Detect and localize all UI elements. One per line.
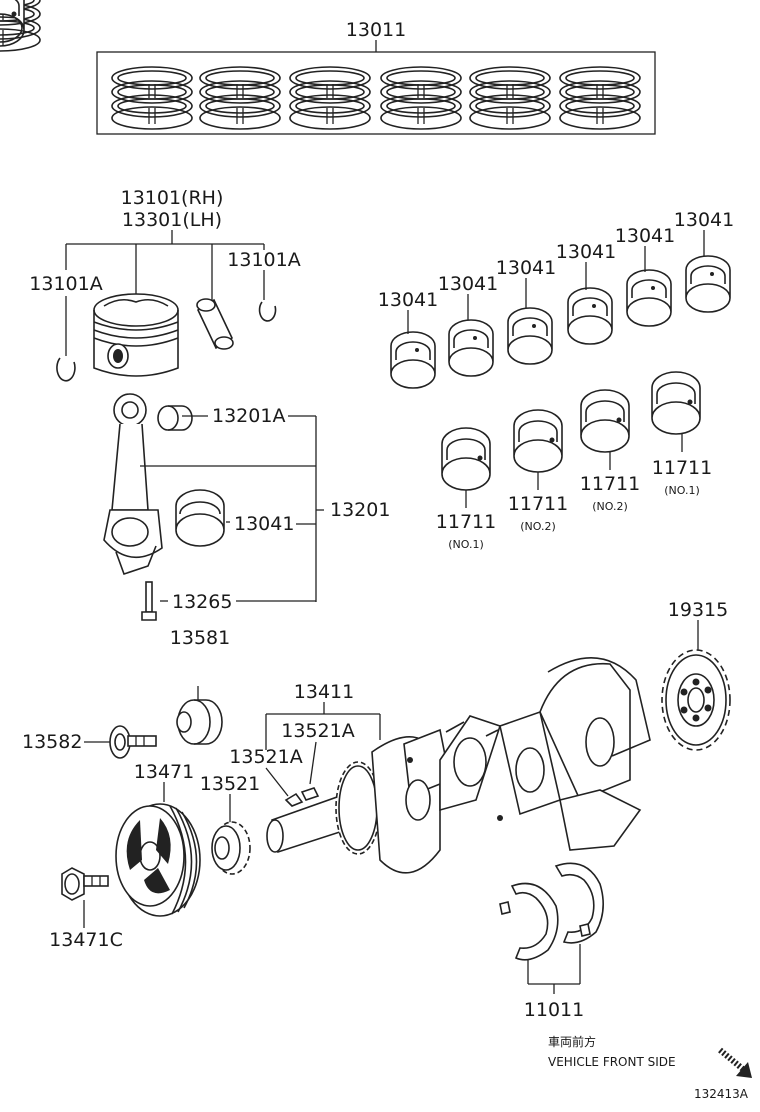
label-13041-4: 13041 [556,241,616,263]
bearing-shell-icon [175,489,225,547]
label-11011: 11011 [524,999,584,1021]
label-11711-4: 11711 [652,457,712,479]
crankshaft-icon [266,656,651,874]
ring-set-frame [96,51,656,135]
piston-pin-icon [196,298,234,350]
pulley-icon [115,803,201,917]
conrod-bolt-icon [141,581,157,621]
label-11711-3: 11711 [580,473,640,495]
direction-arrow-icon [718,1047,752,1078]
hex-bolt-icon [61,867,109,901]
label-19315: 19315 [668,599,728,621]
label-11711-4-sub: (NO.1) [664,484,700,497]
label-13041-3: 13041 [496,257,556,279]
bolt-13471c-group[interactable]: 13471C [49,867,123,951]
label-13411: 13411 [294,681,354,703]
label-13041-2: 13041 [438,273,498,295]
label-11711-2-sub: (NO.2) [520,520,556,533]
snap-ring-icon [258,301,277,322]
front-side-label-jp: 車両前方 [548,1034,596,1049]
thrust-washer-icon [499,862,604,961]
label-11711-1: 11711 [436,511,496,533]
label-13101-rh: 13101(RH) [121,187,224,209]
label-13101a-left: 13101A [29,273,102,295]
main-bearing-set[interactable]: 11711 (NO.1) 11711 (NO.2) 11711 (NO.2) 1… [0,0,712,551]
diagram-id: 132413A [694,1087,749,1101]
label-13041-6: 13041 [674,209,734,231]
bearing-set-upper[interactable]: 13041 13041 13041 13041 13041 13041 [0,0,734,389]
bolt-icon [109,725,157,759]
piston-group[interactable]: 13101(RH) 13301(LH) 13101A 13101A [29,187,301,382]
thrust-washer-group[interactable]: 11011 [499,862,604,1021]
front-side-label-en: VEHICLE FRONT SIDE [548,1055,676,1069]
connecting-rod-icon [103,393,163,576]
label-13471: 13471 [134,761,194,783]
label-13041-conrod: 13041 [234,513,294,535]
label-13521a-lower: 13521A [229,746,302,768]
woodruff-key-icon [284,787,320,807]
crank-gear-group[interactable]: 13521 [200,773,260,875]
bushing-icon [157,405,193,431]
label-13011: 13011 [346,19,406,41]
label-13041-5: 13041 [615,225,675,247]
label-13101a-right: 13101A [227,249,300,271]
label-13201: 13201 [330,499,390,521]
piston-ring-set[interactable]: 13011 [0,0,656,135]
crankshaft-pulley[interactable]: 13471 [115,761,201,917]
piston-icon [93,293,179,377]
label-13301-lh: 13301(LH) [122,209,222,231]
sprocket-icon [661,649,731,751]
washer-icon [176,686,223,745]
timing-sprocket[interactable]: 19315 [661,599,731,751]
label-13471c: 13471C [49,929,123,951]
label-13041-1: 13041 [378,289,438,311]
label-11711-3-sub: (NO.2) [592,500,628,513]
label-13201a: 13201A [212,405,285,427]
label-11711-1-sub: (NO.1) [448,538,484,551]
label-13265: 13265 [172,591,232,613]
label-13521: 13521 [200,773,260,795]
pulley-bolt-group[interactable]: 13582 [22,686,223,759]
crankshaft-group[interactable]: 13411 13521A 13521A [229,656,651,874]
connecting-rod-group[interactable]: 13201A 13041 13201 13265 13581 [103,393,390,649]
label-13581: 13581 [170,627,230,649]
label-13521a-upper: 13521A [281,720,354,742]
gear-icon [211,821,251,875]
snap-ring-icon [56,357,76,382]
label-13582: 13582 [22,731,82,753]
label-11711-2: 11711 [508,493,568,515]
